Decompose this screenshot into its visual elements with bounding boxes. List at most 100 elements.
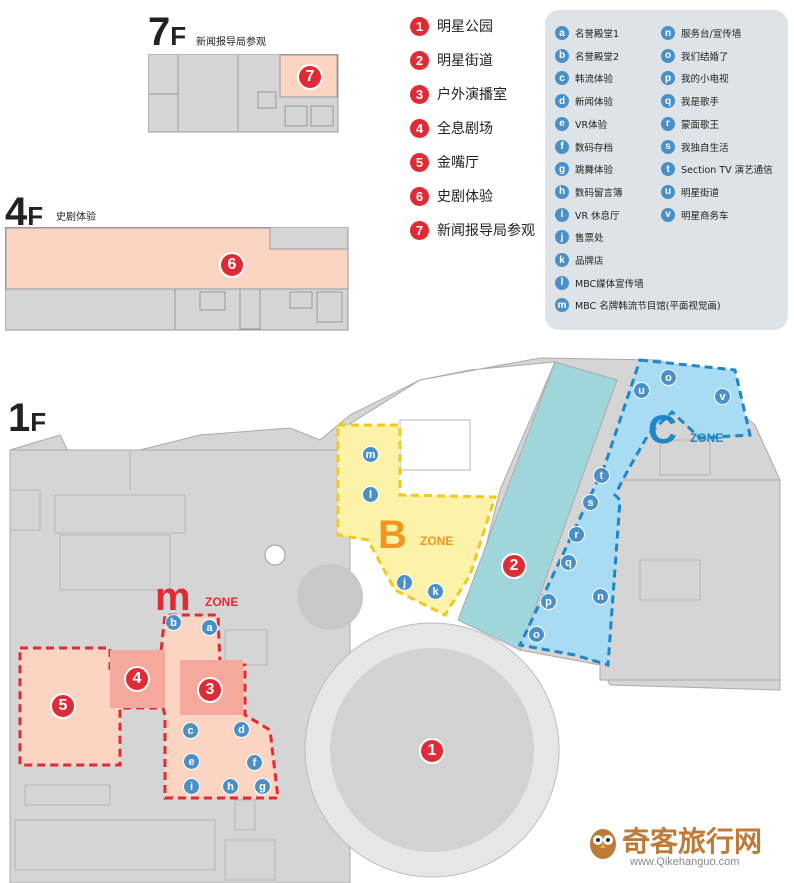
round-plaza	[297, 564, 363, 630]
map-marker-d[interactable]: d	[233, 721, 250, 738]
legend-number-2: 2	[410, 50, 429, 70]
map-marker-3[interactable]: 3	[197, 677, 223, 703]
map-marker-a[interactable]: a	[201, 619, 218, 636]
legend-item-3: 3 户外演播室	[410, 84, 507, 104]
map-marker-i[interactable]: i	[183, 778, 200, 795]
floor-4-label: 4F	[5, 192, 43, 232]
sub-legend-item-i: i VR 休息厅	[555, 207, 620, 222]
map-marker-l[interactable]: l	[362, 486, 379, 503]
marker-7[interactable]: 7	[297, 64, 323, 90]
sub-legend-label: 新闻体验	[575, 97, 614, 109]
sub-legend-key: e	[555, 116, 569, 131]
sub-legend-label: 明星商务车	[681, 210, 729, 222]
sub-legend-key: k	[555, 253, 569, 267]
map-marker-u[interactable]: u	[633, 382, 650, 399]
legend-label: 明星公园	[437, 19, 493, 35]
c-zone-logo: C ZONE	[648, 408, 723, 452]
map-marker-n[interactable]: n	[592, 588, 609, 605]
map-marker-4[interactable]: 4	[124, 666, 150, 692]
sub-legend-label: 品牌店	[575, 256, 604, 267]
sub-legend-label: MBC媒体宣传墙	[575, 278, 644, 290]
sub-legend-label: Section TV 演艺通信	[681, 165, 773, 177]
sub-legend-item-t: t Section TV 演艺通信	[661, 162, 773, 177]
map-marker-o[interactable]: o	[528, 626, 545, 643]
owl-logo-icon	[588, 822, 618, 860]
svg-text:ZONE: ZONE	[420, 534, 453, 548]
map-marker-s[interactable]: s	[582, 494, 599, 511]
map-marker-e[interactable]: e	[183, 753, 200, 770]
sub-legend-label: 服务台/宣传墙	[681, 29, 742, 40]
sub-legend-key: f	[555, 139, 569, 154]
sub-legend-key: q	[661, 94, 675, 109]
map-marker-v[interactable]: v	[714, 388, 731, 405]
floor-1-plan: m ZONE B ZONE C ZONE	[9, 357, 781, 883]
legend-label: 史剧体验	[437, 189, 493, 205]
map-marker-1[interactable]: 1	[419, 738, 445, 764]
svg-text:ZONE: ZONE	[205, 595, 238, 609]
map-marker-5[interactable]: 5	[50, 693, 76, 719]
map-marker-b[interactable]: b	[165, 614, 182, 631]
svg-text:ZONE: ZONE	[690, 431, 723, 445]
sub-legend-item-q: q 我是歌手	[661, 94, 720, 109]
legend-number-7: 7	[410, 220, 429, 240]
legend-label: 金嘴厅	[437, 155, 479, 171]
map-marker-h[interactable]: h	[222, 778, 239, 795]
sub-legend-key: t	[661, 162, 675, 177]
map-marker-k[interactable]: k	[427, 583, 444, 600]
floor-number: 1	[8, 396, 31, 440]
map-marker-g[interactable]: g	[254, 778, 271, 795]
sub-legend-key: i	[555, 207, 569, 222]
map-marker-f[interactable]: f	[246, 754, 263, 771]
column	[264, 544, 286, 566]
floor-4-plan	[5, 227, 349, 331]
sub-legend-key: b	[555, 48, 569, 63]
svg-text:B: B	[378, 513, 407, 557]
b-zone-logo: B ZONE	[378, 513, 453, 557]
map-marker-j[interactable]: j	[396, 574, 413, 591]
sub-legend-label: 我们结婚了	[681, 51, 729, 63]
map-marker-t[interactable]: t	[593, 467, 610, 484]
legend-number-3: 3	[410, 84, 429, 104]
map-marker-r[interactable]: r	[568, 526, 585, 543]
sub-legend-key: u	[661, 184, 675, 199]
sub-legend-key: j	[555, 230, 569, 245]
b-zone-area	[336, 423, 498, 617]
sub-legend-key: o	[661, 48, 675, 63]
star-street	[457, 361, 618, 651]
floor-number: 4	[5, 190, 28, 234]
legend-label: 户外演播室	[437, 87, 507, 103]
map-marker-p[interactable]: p	[540, 593, 557, 610]
sub-legend-label: 我是歌手	[681, 97, 720, 109]
map-marker-o-top[interactable]: o	[660, 369, 677, 386]
floor-suffix: F	[30, 407, 47, 437]
c-zone-area	[517, 358, 752, 667]
sub-legend-label: 明星街道	[681, 187, 720, 199]
sub-legend-label: VR 休息厅	[575, 210, 620, 222]
map-marker-m[interactable]: m	[362, 446, 379, 463]
floor-suffix: F	[27, 201, 44, 231]
watermark-name: 奇客旅行网	[622, 825, 763, 858]
svg-text:C: C	[648, 408, 677, 452]
floor-7-caption: 新闻报导局参观	[196, 37, 266, 48]
marker-6[interactable]: 6	[219, 252, 245, 278]
sub-legend-key: h	[555, 184, 569, 199]
sub-legend-item-o: o 我们结婚了	[661, 48, 729, 63]
sub-legend-label: MBC 名牌韩流节目馆(平面视觉画)	[575, 301, 721, 313]
sub-legend-key: d	[555, 94, 569, 109]
sub-legend-label: 我独自生活	[681, 142, 729, 154]
map-marker-c[interactable]: c	[182, 722, 199, 739]
map-marker-q[interactable]: q	[560, 554, 577, 571]
map-marker-2[interactable]: 2	[501, 553, 527, 579]
